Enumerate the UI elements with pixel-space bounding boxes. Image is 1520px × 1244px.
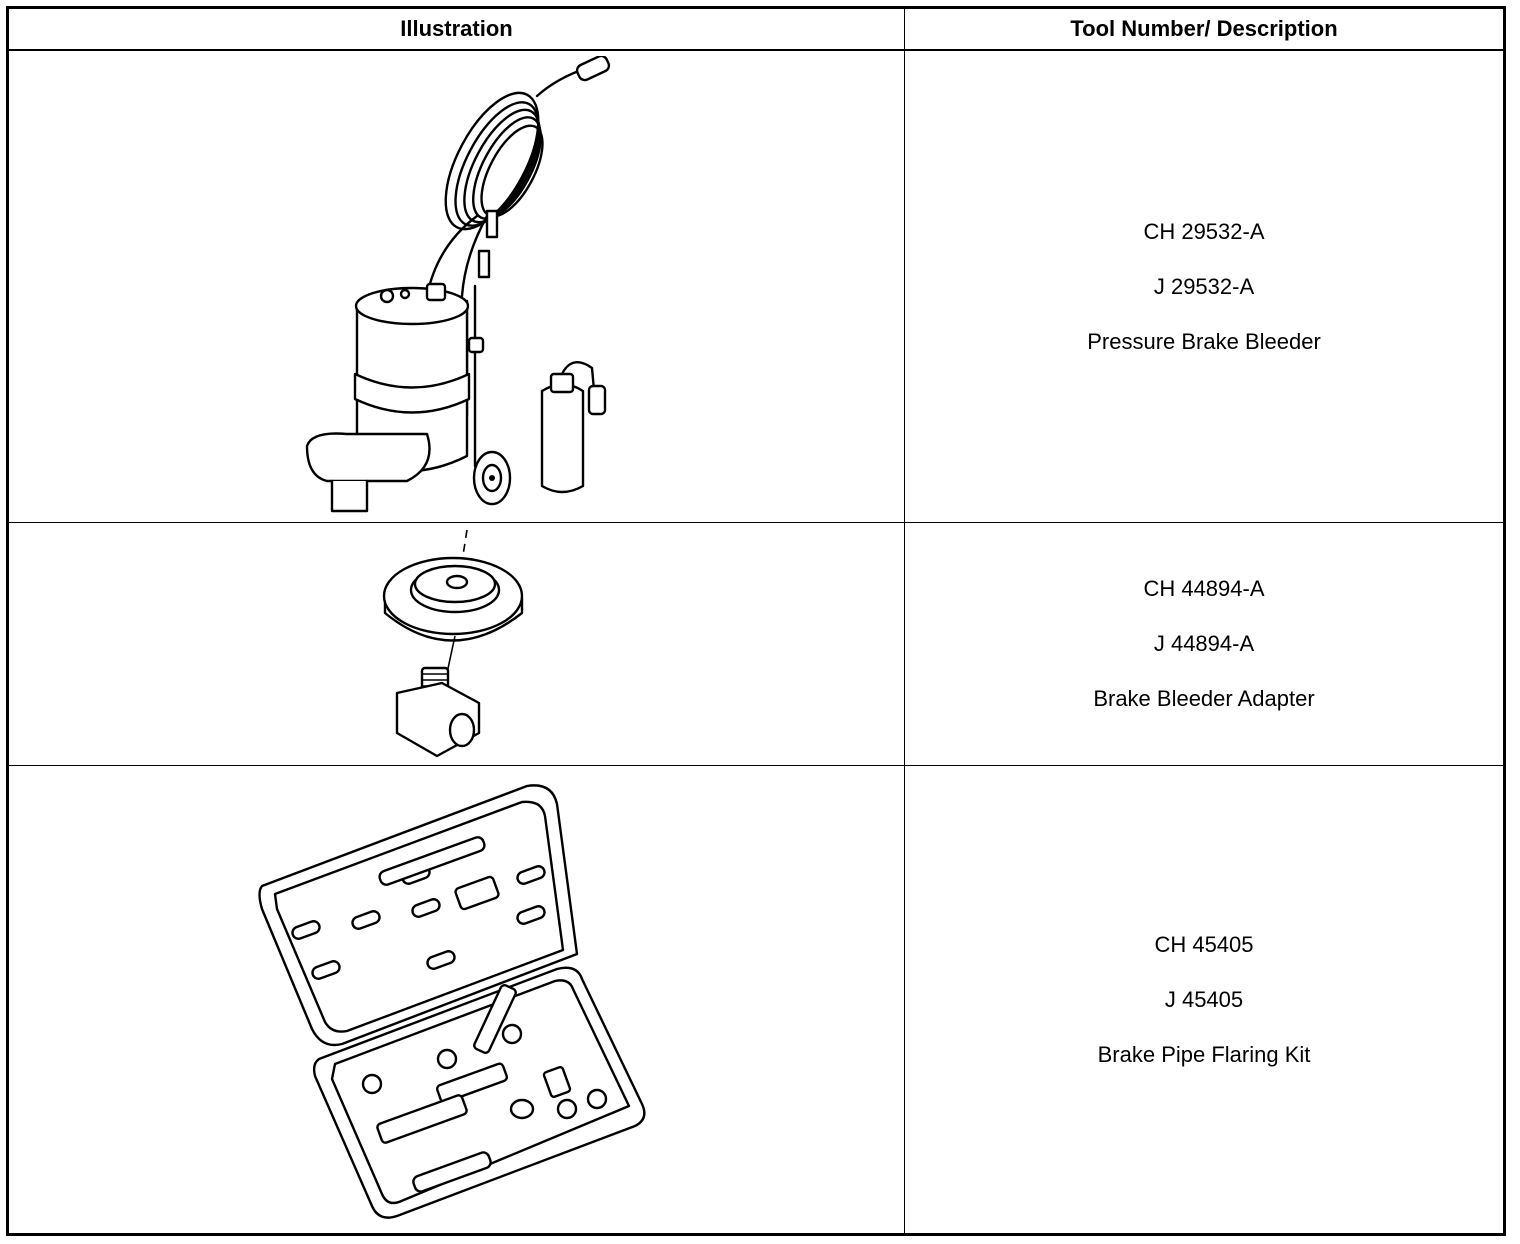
brake-bleeder-adapter-illustration: [382, 529, 523, 757]
table-row: CH 45405 J 45405 Brake Pipe Flaring Kit: [7, 764, 1505, 1235]
tool-description: Brake Bleeder Adapter: [1093, 686, 1315, 711]
bleeder-tank-icon: [353, 283, 484, 473]
illustration-cell: [7, 764, 905, 1235]
tool-description: Brake Pipe Flaring Kit: [1097, 1041, 1311, 1067]
pressure-brake-bleeder-illustration: [305, 56, 610, 513]
table-row: CH 44894-A J 44894-A Brake Bleeder Adapt…: [7, 521, 1505, 766]
table-row: CH 29532-A J 29532-A Pressure Brake Blee…: [7, 49, 1505, 523]
j-tool-number: J 29532-A: [1153, 273, 1255, 299]
special-tools-table: Illustration Tool Number/ Description: [6, 6, 1506, 1236]
tool-description-cell: CH 45405 J 45405 Brake Pipe Flaring Kit: [904, 764, 1505, 1235]
brake-pipe-flaring-kit-illustration: [257, 784, 645, 1220]
ch-tool-number: CH 44894-A: [1143, 576, 1265, 601]
ch-tool-number: CH 45405: [1154, 931, 1254, 957]
ch-tool-number: CH 29532-A: [1143, 218, 1265, 244]
header-tool-number-description: Tool Number/ Description: [904, 7, 1505, 51]
header-illustration: Illustration: [7, 7, 905, 51]
tool-description-cell: CH 44894-A J 44894-A Brake Bleeder Adapt…: [904, 521, 1505, 766]
illustration-cell: [7, 521, 905, 766]
wheel-icon: [472, 451, 511, 506]
adapter-cap-icon: [382, 529, 523, 673]
tool-description-cell: CH 29532-A J 29532-A Pressure Brake Blee…: [904, 49, 1505, 523]
j-tool-number: J 45405: [1164, 986, 1244, 1012]
case-lid-icon: [257, 784, 578, 1047]
adapter-fitting-icon: [395, 666, 480, 757]
illustration-cell: [7, 49, 905, 523]
coiled-hose-icon: [425, 56, 610, 298]
fluid-bottle-icon: [540, 361, 606, 494]
tool-description: Pressure Brake Bleeder: [1087, 328, 1321, 354]
table-header-row: Illustration Tool Number/ Description: [7, 7, 1505, 51]
case-base-icon: [312, 966, 645, 1220]
j-tool-number: J 44894-A: [1153, 631, 1255, 656]
